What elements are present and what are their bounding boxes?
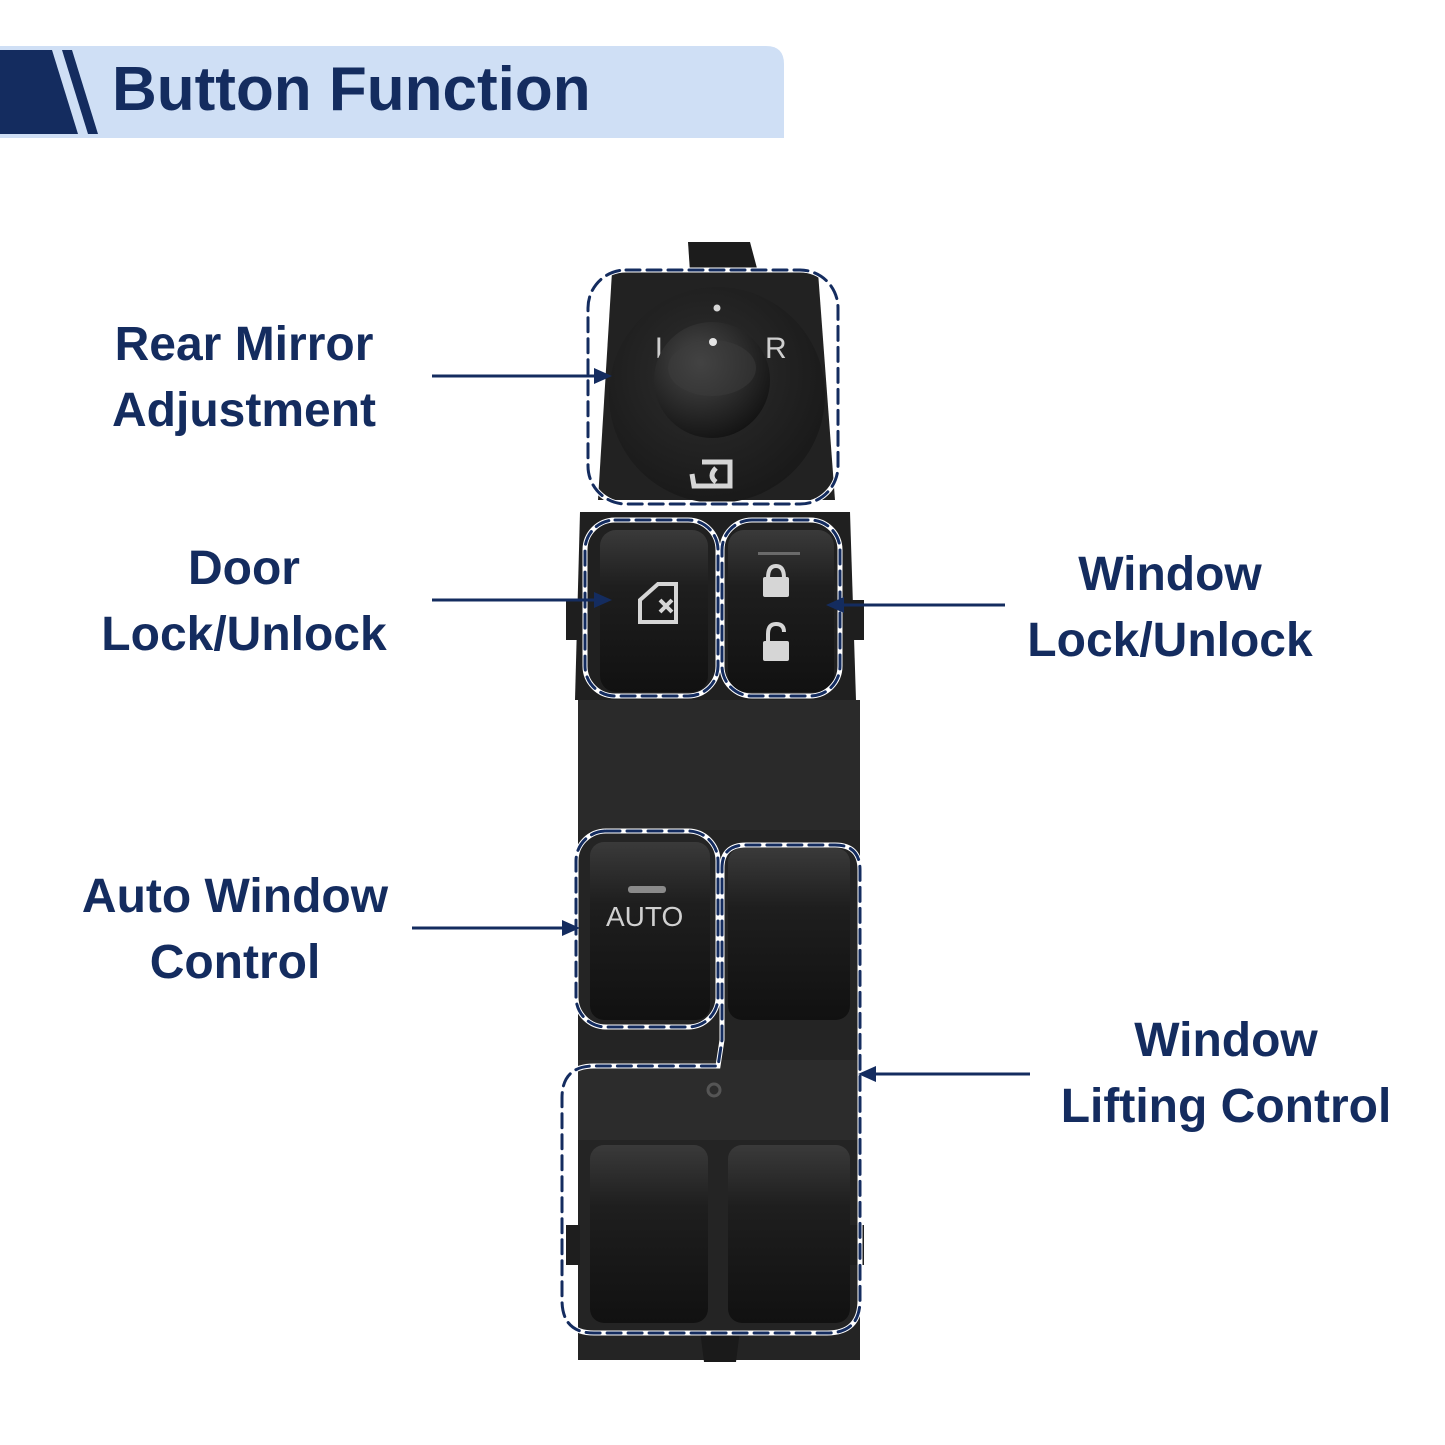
banner-accent-block (0, 50, 78, 134)
banner-background (0, 46, 784, 138)
header-banner (0, 46, 784, 138)
label-line: Adjustment (112, 384, 376, 437)
auto-button-label: AUTO (606, 901, 683, 932)
label-line: Auto Window (81, 870, 389, 923)
label-line: Window (1134, 1014, 1318, 1067)
indicator-hole (706, 1082, 722, 1098)
window-lift-button-rear-left[interactable] (590, 1145, 708, 1323)
mirror-fold-icon (689, 459, 733, 489)
auto-indicator-light (628, 886, 666, 893)
label-line: Rear Mirror (114, 318, 374, 371)
mirror-adjust-knob[interactable]: L R (609, 287, 825, 503)
callout-arrows (412, 368, 1030, 1082)
window-lift-button-front-right[interactable] (728, 848, 850, 1020)
label-line: Lock/Unlock (101, 608, 387, 661)
label-window-lock-unlock: Window Lock/Unlock (990, 542, 1350, 674)
door-lock-icon (638, 582, 678, 624)
padlock-locked-icon (763, 563, 789, 597)
label-line: Window (1078, 548, 1262, 601)
label-rear-mirror-adjustment: Rear Mirror Adjustment (64, 312, 424, 444)
label-auto-window-control: Auto Window Control (55, 864, 415, 996)
label-line: Door (188, 542, 300, 595)
label-door-lock-unlock: Door Lock/Unlock (64, 536, 424, 668)
page-title: Button Function (112, 55, 591, 124)
window-lock-button[interactable] (728, 530, 834, 692)
auto-window-button[interactable]: AUTO (590, 842, 710, 1020)
label-line: Lifting Control (1060, 1080, 1392, 1133)
label-line: Control (149, 936, 321, 989)
door-lock-button[interactable] (600, 530, 708, 692)
banner-accent-stripe (62, 50, 98, 134)
label-line: Lock/Unlock (1027, 614, 1313, 667)
knob-letter-right: R (765, 332, 787, 365)
window-lift-button-rear-right[interactable] (728, 1145, 850, 1323)
highlight-outlines (559, 267, 863, 1336)
label-window-lifting-control: Window Lifting Control (1030, 1008, 1422, 1140)
padlock-unlocked-icon (763, 621, 789, 661)
